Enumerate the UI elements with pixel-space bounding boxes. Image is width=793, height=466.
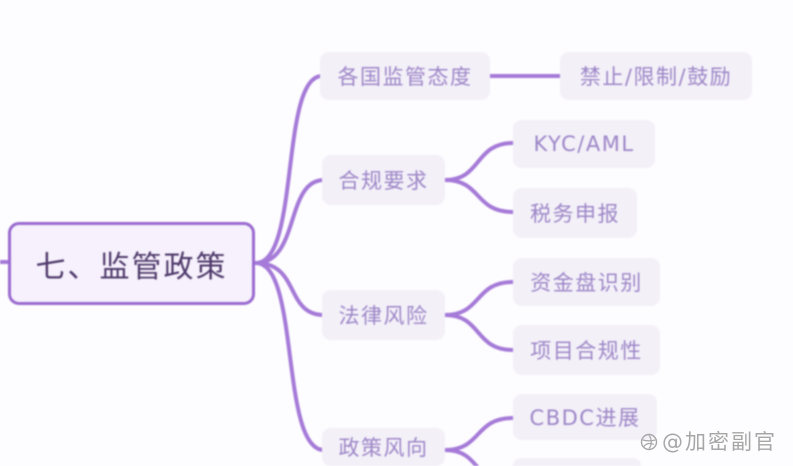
leaf-node: 项目合规性 bbox=[513, 325, 660, 375]
leaf-node: KYC/AML bbox=[513, 120, 655, 168]
connector-line bbox=[443, 416, 515, 452]
leaf-node-label: CBDC进展 bbox=[529, 406, 641, 430]
branch-node-label: 政策风向 bbox=[338, 436, 429, 460]
branch-node-label: 各国监管态度 bbox=[337, 65, 473, 89]
leaf-node-label: 资金盘识别 bbox=[530, 271, 643, 295]
root-node-label: 七、监管政策 bbox=[35, 249, 228, 285]
connector-line bbox=[443, 313, 515, 352]
leaf-node: 禁止/限制/鼓励 bbox=[560, 52, 752, 100]
branch-node: 合规要求 bbox=[322, 155, 445, 205]
leaf-node-label: 项目合规性 bbox=[530, 339, 643, 363]
watermark-text: @加密副官 bbox=[662, 430, 777, 454]
watermark: @加密副官 bbox=[640, 428, 777, 456]
leaf-node-label: 禁止/限制/鼓励 bbox=[579, 65, 733, 89]
leaf-node: CBDC进展 bbox=[513, 394, 657, 440]
branch-node: 政策风向 bbox=[322, 428, 445, 466]
connector-line bbox=[443, 448, 480, 466]
leaf-node: 税务申报 bbox=[513, 188, 637, 238]
leaf-node bbox=[513, 458, 641, 466]
leaf-node-label: 税务申报 bbox=[530, 202, 620, 226]
connector-line bbox=[254, 178, 326, 265]
leaf-node: 资金盘识别 bbox=[513, 258, 660, 306]
channels-logo-icon bbox=[640, 433, 658, 451]
branch-node-label: 合规要求 bbox=[338, 169, 429, 193]
connector-line bbox=[254, 261, 326, 317]
connector-line bbox=[443, 178, 515, 214]
connector-line bbox=[443, 280, 515, 317]
connector-line bbox=[254, 74, 324, 265]
leaf-node-label: KYC/AML bbox=[533, 132, 635, 156]
branch-node: 各国监管态度 bbox=[320, 52, 490, 100]
root-node: 七、监管政策 bbox=[8, 222, 255, 305]
connector-line bbox=[254, 261, 326, 452]
connector-line bbox=[443, 141, 515, 182]
branch-node: 法律风险 bbox=[322, 290, 445, 340]
branch-node-label: 法律风险 bbox=[338, 304, 429, 328]
